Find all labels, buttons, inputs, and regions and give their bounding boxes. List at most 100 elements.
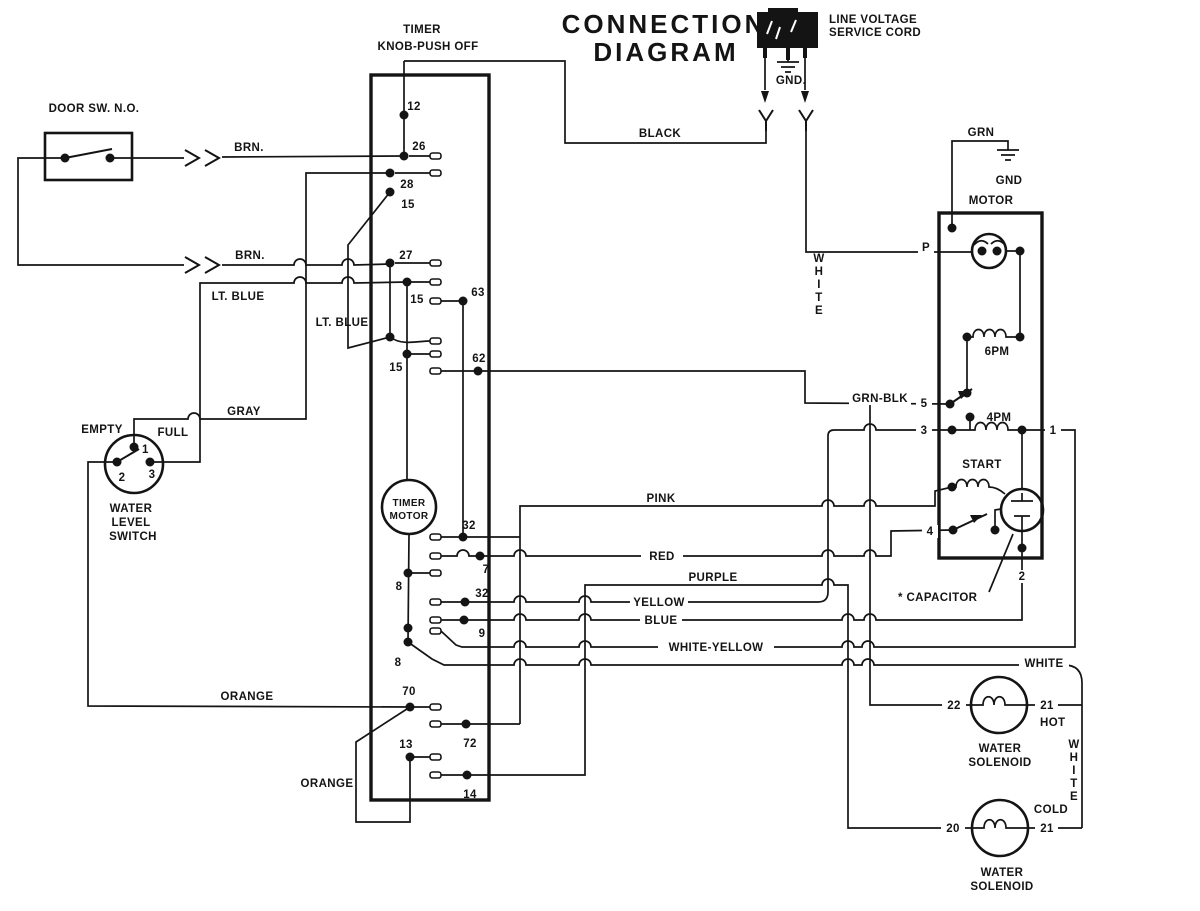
wire-label-orange-1: ORANGE bbox=[221, 691, 274, 703]
plug-face-marks bbox=[766, 19, 797, 40]
wire-label-purple: PURPLE bbox=[688, 572, 737, 584]
wire-orange-1 bbox=[87, 461, 411, 708]
junction-dot bbox=[405, 702, 415, 712]
wire-yellow bbox=[441, 423, 952, 603]
cold-label: COLD bbox=[1034, 804, 1068, 816]
timer-t15c: 15 bbox=[389, 362, 403, 374]
coil-start bbox=[952, 478, 1006, 495]
cold-solenoid-t20: 20 bbox=[946, 823, 960, 835]
junction-dot bbox=[948, 525, 958, 535]
terminal-tab bbox=[429, 533, 442, 541]
terminal-tab bbox=[429, 278, 442, 286]
wire-lt-blue bbox=[150, 276, 408, 463]
label-bg bbox=[922, 525, 938, 538]
terminal-tab bbox=[429, 598, 442, 606]
terminal-tab bbox=[429, 720, 442, 728]
timer-t15a: 15 bbox=[401, 199, 415, 211]
junction-dot bbox=[129, 442, 139, 452]
cord-label-line2: SERVICE CORD bbox=[829, 27, 921, 39]
label-bg bbox=[916, 424, 932, 437]
hot-solenoid-name2: SOLENOID bbox=[968, 757, 1031, 769]
wire-grn bbox=[951, 140, 1009, 228]
protector-contacts bbox=[973, 239, 1006, 246]
terminal-tab bbox=[429, 259, 442, 267]
terminal-tab bbox=[429, 627, 442, 635]
junction-dot bbox=[475, 551, 485, 561]
labels: CONNECTION DIAGRAM LINE VOLTAGE SERVICE … bbox=[49, 9, 1080, 893]
cold-solenoid-coil bbox=[972, 818, 1028, 829]
cord-label-line1: LINE VOLTAGE bbox=[829, 14, 917, 26]
junction-dot bbox=[399, 110, 409, 120]
wires bbox=[17, 60, 1083, 829]
junction-dot bbox=[145, 457, 155, 467]
timer-t27: 27 bbox=[399, 250, 413, 262]
components bbox=[43, 8, 1045, 858]
terminal-tabs bbox=[429, 152, 442, 779]
motor-terminal-1: 1 bbox=[1050, 425, 1057, 437]
terminal-tab bbox=[429, 703, 442, 711]
junction-dot bbox=[977, 246, 987, 256]
down-arrow-right bbox=[801, 91, 809, 103]
door-switch-blade bbox=[64, 148, 113, 159]
junction-dot bbox=[473, 366, 483, 376]
junction-dot bbox=[962, 388, 972, 398]
timer-t12: 12 bbox=[407, 101, 421, 113]
junction-dot bbox=[385, 258, 395, 268]
motor-terminal-5: 5 bbox=[921, 398, 928, 410]
timer-t26: 26 bbox=[412, 141, 426, 153]
timer-motor-circle bbox=[380, 478, 438, 536]
wls-full-label: FULL bbox=[158, 427, 189, 439]
timer-t28: 28 bbox=[400, 179, 414, 191]
timer-motor-text1: TIMER bbox=[392, 498, 425, 509]
junction-dot bbox=[947, 223, 957, 233]
plug-ground-symbol bbox=[777, 60, 799, 73]
terminal-tab bbox=[429, 337, 442, 345]
tab-stubs bbox=[389, 155, 463, 758]
wire-purple bbox=[441, 578, 972, 829]
capacitor-plates bbox=[1011, 493, 1033, 548]
label-bg bbox=[640, 613, 682, 627]
label-bg bbox=[942, 699, 966, 712]
motor-terminal-p: P bbox=[922, 242, 930, 254]
hot-solenoid-coil bbox=[971, 695, 1027, 706]
timer-t7: 7 bbox=[483, 564, 490, 576]
hot-solenoid-t22: 22 bbox=[947, 700, 961, 712]
wls-t1: 1 bbox=[142, 444, 149, 456]
junction-dot bbox=[462, 770, 472, 780]
terminal-tab bbox=[429, 367, 442, 375]
terminal-tab bbox=[429, 350, 442, 358]
hot-solenoid-name1: WATER bbox=[979, 743, 1022, 755]
label-bg bbox=[658, 640, 774, 654]
plug-prong-middle bbox=[786, 48, 790, 60]
timer-t72: 72 bbox=[463, 738, 477, 750]
wire-gray bbox=[133, 172, 390, 447]
junction-dot bbox=[385, 187, 395, 197]
junction-dot bbox=[385, 168, 395, 178]
timer-label-line1: TIMER bbox=[403, 24, 441, 36]
wls-empty-label: EMPTY bbox=[81, 424, 123, 436]
label-bg bbox=[1035, 822, 1058, 835]
wire-blue bbox=[441, 548, 1023, 621]
cold-solenoid-t21: 21 bbox=[1040, 823, 1054, 835]
blade-4-arrow bbox=[970, 515, 982, 523]
terminal-tab bbox=[429, 569, 442, 577]
label-bg bbox=[1019, 656, 1069, 670]
door-switch-label: DOOR SW. N.O. bbox=[49, 103, 140, 115]
wire-label-lt-blue-1: LT. BLUE bbox=[212, 291, 265, 303]
wire-pink bbox=[441, 486, 953, 724]
coil-4pm bbox=[952, 421, 1022, 431]
timer-t70: 70 bbox=[402, 686, 416, 698]
timer-label-line2: KNOB-PUSH OFF bbox=[377, 41, 478, 53]
junction-dot bbox=[112, 457, 122, 467]
label-bg bbox=[1035, 699, 1058, 712]
down-arrow-left bbox=[761, 91, 769, 103]
timer-t32a: 32 bbox=[462, 520, 476, 532]
junction-dot bbox=[1015, 332, 1025, 342]
wire-label-gray: GRAY bbox=[227, 406, 261, 418]
junction-dot bbox=[1017, 543, 1027, 553]
y-connector-right bbox=[798, 109, 814, 131]
wire-blade4-to-capacitor bbox=[994, 508, 1002, 530]
coil-6pm bbox=[967, 328, 1020, 338]
